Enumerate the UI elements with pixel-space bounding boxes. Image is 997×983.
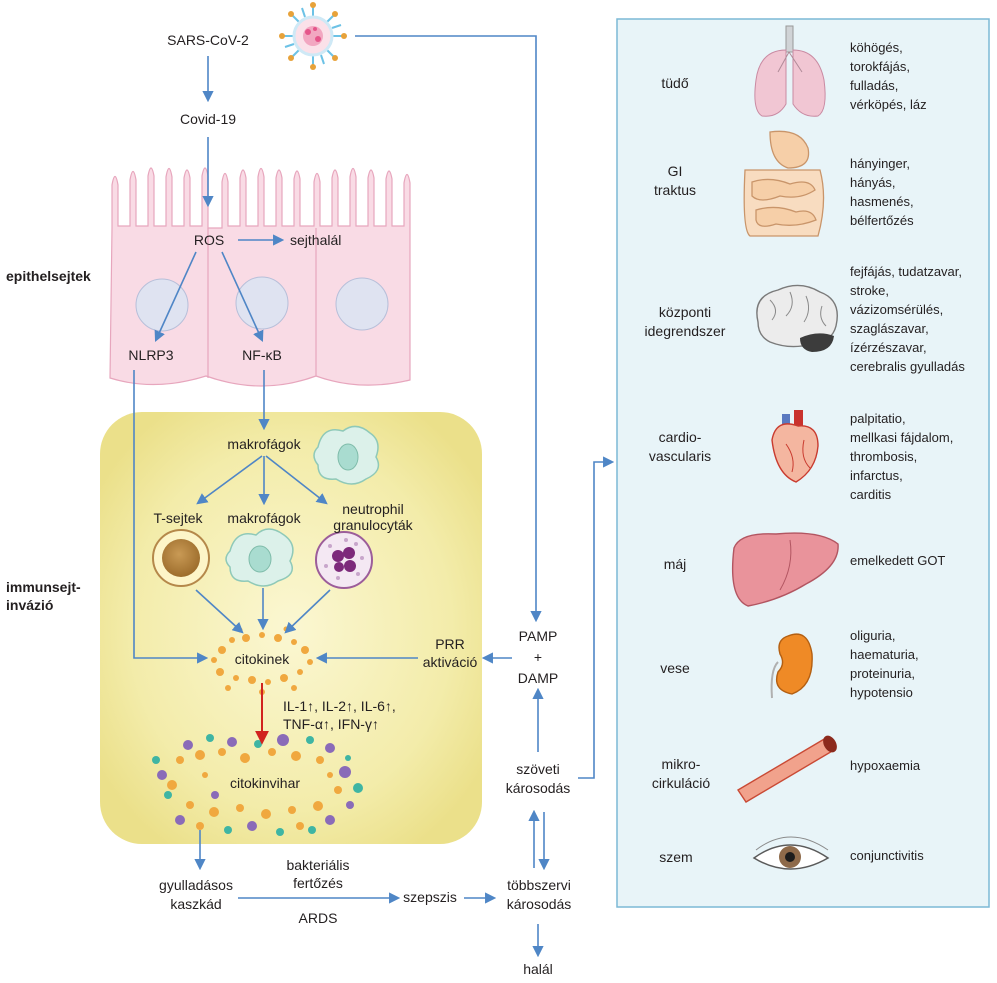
inflammatory-label-2: kaszkád: [170, 896, 222, 912]
bacterial-label-1: bakteriális: [286, 857, 350, 873]
neutrophil-icon: [315, 531, 373, 589]
organ-lung-symptoms: köhögés, torokfájás, fulladás, vérköpés,…: [850, 40, 927, 112]
organ-cns-name: központi idegrendszer: [644, 304, 726, 339]
prr-label-1: PRR: [435, 636, 465, 652]
nfkb-label: NF-κB: [242, 347, 282, 363]
vessel-icon: [737, 735, 837, 803]
eye-icon: [752, 836, 830, 870]
epithelial-label: epithelsejtek: [6, 268, 91, 284]
virus-icon: [279, 2, 347, 70]
organ-liver-symptoms: emelkedett GOT: [850, 553, 946, 568]
organ-kidney-name: vese: [660, 660, 690, 676]
cell-nuclei: [135, 276, 389, 332]
macrophages-top-label: makrofágok: [227, 436, 301, 452]
t-cell-icon: [152, 529, 210, 587]
organ-liver-name: máj: [663, 556, 687, 572]
lung-icon: [754, 25, 826, 117]
organ-lung-name: tüdő: [661, 75, 689, 91]
immune-label-1: immunsejt-: [6, 579, 81, 595]
tissue-damage-label-1: szöveti: [516, 761, 560, 777]
cell-death-label: sejthalál: [290, 232, 342, 248]
virus-label: SARS-CoV-2: [167, 32, 249, 48]
macrophage-icon: [225, 528, 294, 587]
cytokine-particles: [211, 626, 313, 695]
bacterial-label-2: fertőzés: [293, 875, 343, 891]
immune-label-2: invázió: [6, 597, 54, 613]
interleukins-line-1: IL-1↑, IL-2↑, IL-6↑,: [283, 698, 396, 714]
death-label: halál: [523, 961, 553, 977]
prr-label-2: aktiváció: [422, 654, 478, 670]
gi-tract-icon: [743, 130, 825, 237]
tissue-damage-label-2: károsodás: [505, 780, 571, 796]
brain-icon: [756, 284, 838, 352]
ards-label: ARDS: [298, 910, 338, 926]
organ-eye-symptoms: conjunctivitis: [850, 848, 924, 863]
organ-kidney-symptoms: oliguria, haematuria, proteinuria, hypot…: [850, 628, 919, 700]
organ-gi-symptoms: hányinger, hányás, hasmenés, bélfertőzés: [850, 156, 914, 228]
organ-cardio-name: cardio- vascularis: [648, 429, 712, 464]
sepsis-label: szepszis: [403, 889, 457, 905]
pamp-label: PAMP: [518, 628, 558, 644]
damp-label: DAMP: [517, 670, 559, 686]
neutrophil-label-2: granulocyták: [333, 517, 413, 533]
multi-organ-label-1: többszervi: [507, 877, 571, 893]
multi-organ-label-2: károsodás: [506, 896, 572, 912]
nlrp3-label: NLRP3: [128, 347, 174, 363]
t-cells-label: T-sejtek: [153, 510, 203, 526]
liver-icon: [731, 532, 839, 607]
organ-eye-name: szem: [659, 849, 693, 865]
organ-cardio-symptoms: palpitatio, mellkasi fájdalom, thrombosi…: [850, 411, 954, 502]
ros-label: ROS: [193, 232, 225, 248]
cytokines-label: citokinek: [234, 651, 290, 667]
flow-arrows: [133, 35, 615, 958]
organ-cns-symptoms: fejfájás, tudatzavar, stroke, vázizomsér…: [850, 264, 965, 374]
heart-icon: [771, 410, 819, 483]
inflammatory-label-1: gyulladásos: [159, 877, 233, 893]
organ-micro-name: mikro- cirkuláció: [651, 756, 711, 791]
interleukins-line-2: TNF-α↑, IFN-γ↑: [283, 716, 379, 732]
neutrophil-label-1: neutrophil: [342, 501, 404, 517]
organ-micro-symptoms: hypoxaemia: [850, 758, 921, 773]
macrophage-icon-top: [313, 425, 380, 485]
macrophages-label: makrofágok: [227, 510, 301, 526]
kidney-icon: [770, 633, 813, 699]
cytokine-storm-label: citokinvihar: [229, 775, 301, 791]
cytokine-storm-particles: [152, 734, 363, 836]
disease-label: Covid-19: [179, 111, 237, 127]
organ-gi-name: GI traktus: [653, 163, 697, 198]
plus-label: +: [533, 649, 543, 665]
